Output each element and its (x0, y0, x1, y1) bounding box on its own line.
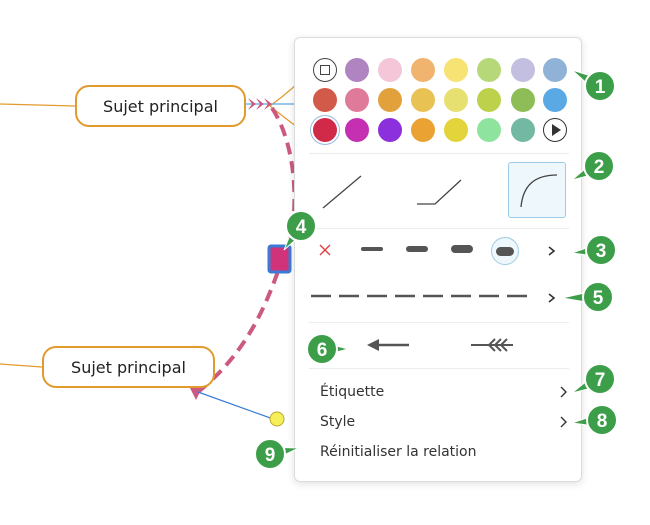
color-swatch[interactable] (477, 58, 501, 82)
chevron-right-icon (560, 386, 567, 398)
relation-start-marker (248, 98, 272, 110)
thickness-thickest-button[interactable] (491, 237, 519, 265)
color-swatch[interactable] (411, 58, 435, 82)
play-icon[interactable] (543, 118, 567, 142)
no-color-icon[interactable] (313, 58, 337, 82)
dash-style-preview[interactable] (309, 292, 529, 300)
control-point-handle[interactable] (269, 411, 285, 427)
line-shape-curved-button[interactable] (508, 162, 566, 218)
branch-line-bottom (0, 363, 43, 368)
menu-item-reset-relation[interactable]: Réinitialiser la relation (305, 439, 571, 465)
straight-line-icon (322, 175, 362, 209)
color-swatch[interactable] (477, 118, 501, 142)
color-swatch[interactable] (378, 118, 402, 142)
color-swatch[interactable] (345, 58, 369, 82)
divider (309, 228, 569, 229)
color-swatch[interactable] (411, 88, 435, 112)
color-swatch[interactable] (345, 118, 369, 142)
relation-properties-panel: Étiquette Style Réinitialiser la relatio… (294, 37, 582, 482)
color-swatch[interactable] (411, 118, 435, 142)
relation-end-arrow (190, 384, 204, 400)
color-swatch[interactable] (378, 58, 402, 82)
color-swatch[interactable] (378, 88, 402, 112)
menu-item-label[interactable]: Étiquette (305, 379, 571, 405)
line-shape-straight-button[interactable] (313, 164, 371, 220)
topic-main-top[interactable]: Sujet principal (75, 85, 246, 127)
color-swatch[interactable] (511, 88, 535, 112)
color-swatch[interactable] (543, 88, 567, 112)
topic-main-bottom[interactable]: Sujet principal (42, 346, 215, 388)
line-shape-elbow-button[interactable] (409, 164, 467, 220)
branch-line-top (0, 103, 76, 107)
color-swatch[interactable] (477, 88, 501, 112)
color-swatch[interactable] (543, 58, 567, 82)
chevron-right-icon[interactable] (545, 292, 557, 304)
chevron-right-icon[interactable] (545, 245, 557, 257)
thickness-thick-button[interactable] (451, 245, 473, 253)
feathered-arrow-icon[interactable] (469, 336, 515, 354)
menu-item-text: Style (320, 414, 356, 430)
arrow-left-icon[interactable] (365, 336, 411, 354)
divider (309, 368, 569, 369)
divider (309, 153, 569, 154)
curved-line-icon (520, 174, 558, 208)
menu-item-text: Étiquette (320, 384, 385, 400)
relation-mid-handle[interactable] (267, 244, 292, 274)
control-line (197, 391, 277, 421)
menu-item-style[interactable]: Style (305, 409, 571, 435)
divider (309, 322, 569, 323)
topic-label: Sujet principal (103, 96, 218, 116)
chevron-right-icon (560, 416, 567, 428)
menu-item-text: Réinitialiser la relation (320, 444, 477, 460)
color-swatch[interactable] (444, 58, 468, 82)
thickest-swatch (496, 247, 514, 256)
branch-curve (269, 84, 297, 107)
elbow-line-icon (417, 179, 462, 205)
no-line-icon[interactable] (317, 242, 333, 258)
color-swatch[interactable] (511, 118, 535, 142)
color-swatch[interactable] (313, 88, 337, 112)
color-swatch[interactable] (444, 118, 468, 142)
topic-label: Sujet principal (71, 357, 186, 377)
color-swatch[interactable] (313, 118, 337, 142)
thickness-medium-button[interactable] (406, 246, 428, 252)
color-swatch[interactable] (444, 88, 468, 112)
color-swatch[interactable] (511, 58, 535, 82)
thickness-thin-button[interactable] (361, 247, 383, 251)
color-swatch[interactable] (345, 88, 369, 112)
